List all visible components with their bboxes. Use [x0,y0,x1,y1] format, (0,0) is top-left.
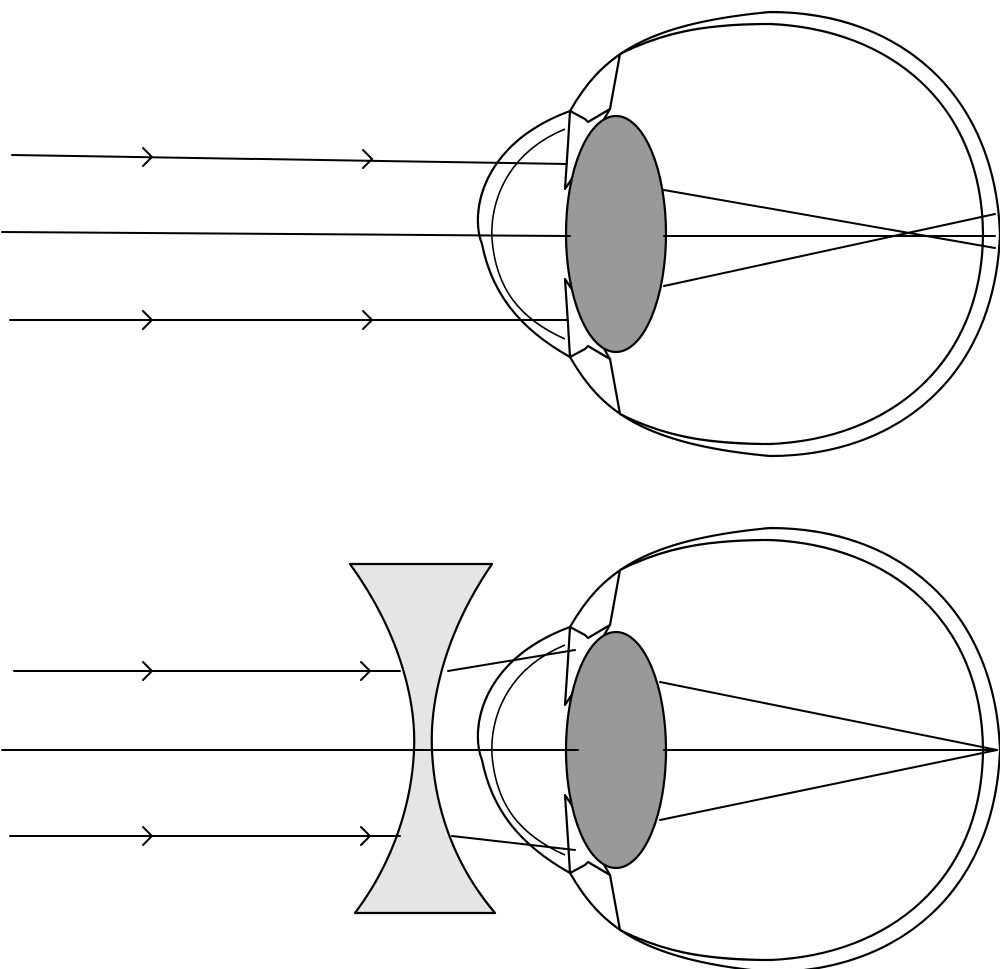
ray-top-upper [11,154,568,165]
concave-lens [348,562,497,915]
refracted-ray-upper [663,189,996,249]
refracted-ray-lower [659,749,998,821]
uncorrected-eye-panel [1,10,1000,458]
eye-bottom [476,526,1000,969]
corrected-eye-panel [1,526,1000,969]
refracted-ray-upper [659,681,998,751]
eye-top [476,10,1000,458]
diverged-ray-upper [447,649,576,672]
diverged-ray-lower [451,835,576,851]
arrow-icon [362,149,373,169]
ray-top-axis [1,231,571,237]
refracted-ray-lower [663,213,996,287]
